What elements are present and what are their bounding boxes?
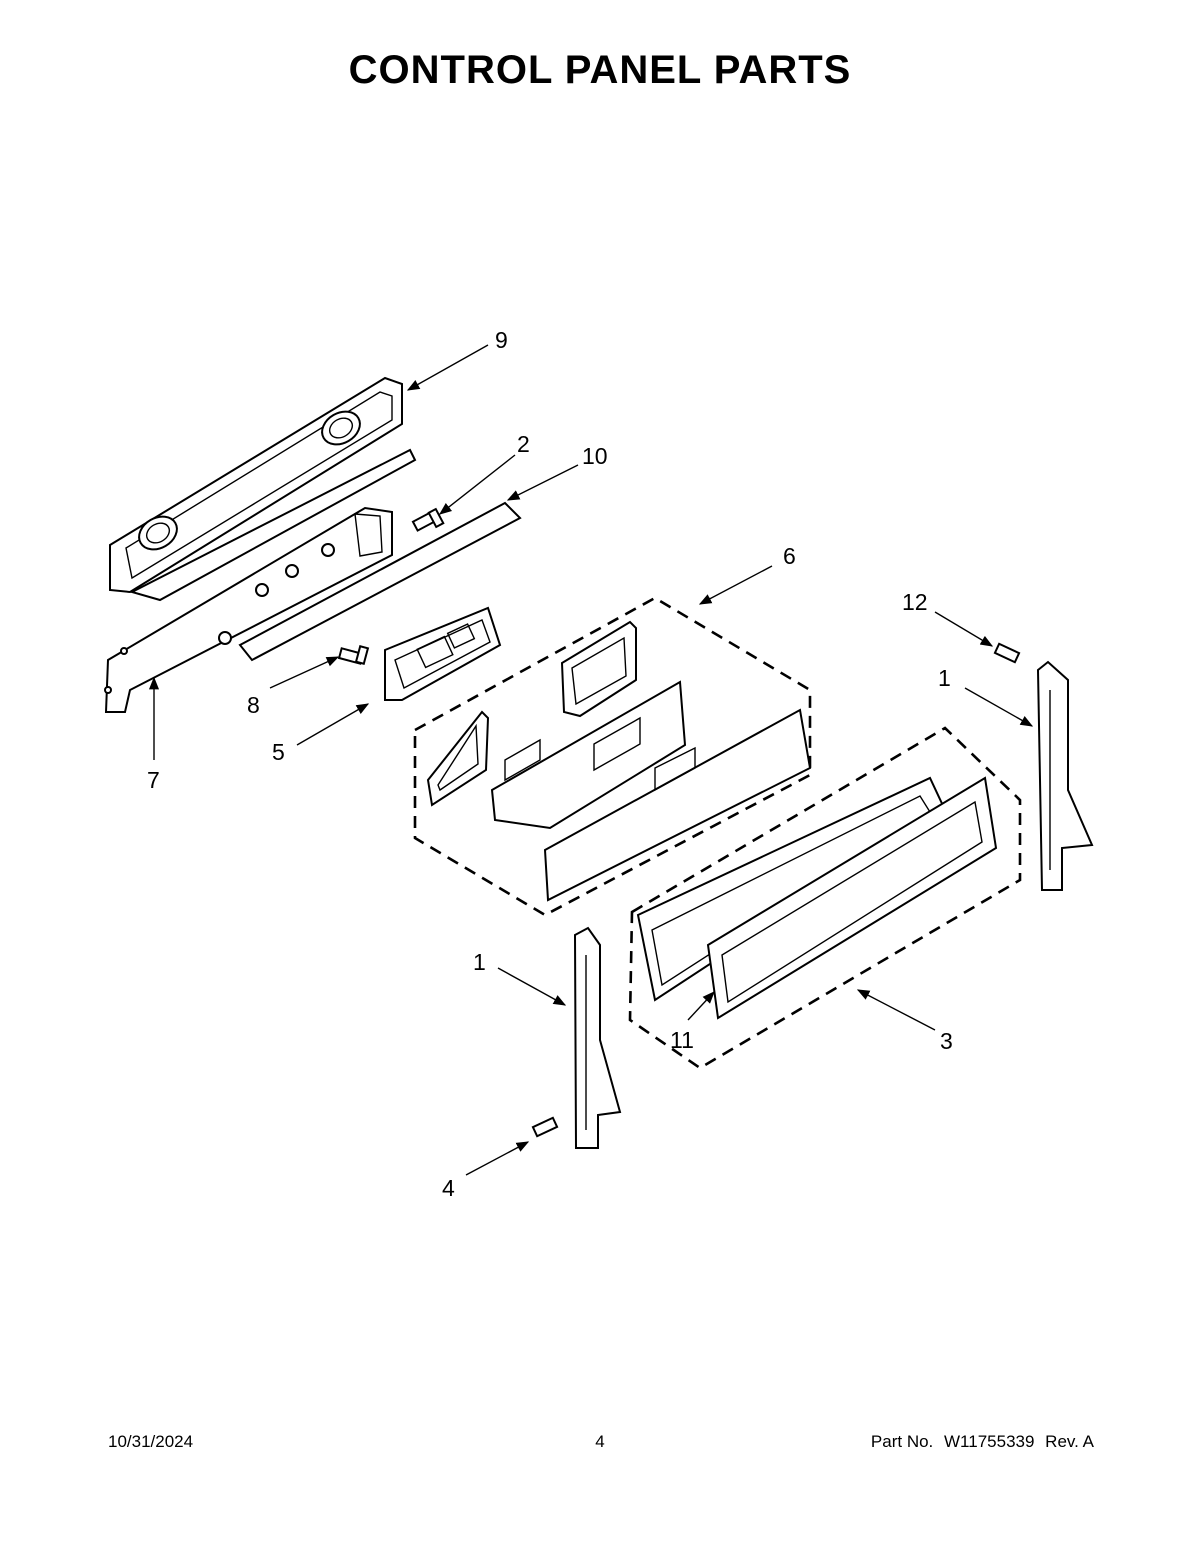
leader-1-right xyxy=(964,687,1034,727)
footer-revision: Rev. A xyxy=(1045,1432,1094,1451)
callout-11: 11 xyxy=(670,1027,694,1053)
part-1-end-cap-left xyxy=(573,926,622,1149)
leader-4 xyxy=(465,1141,530,1176)
page-title: CONTROL PANEL PARTS xyxy=(348,48,852,92)
leader-9 xyxy=(406,344,489,391)
footer-page-number: 4 xyxy=(595,1432,605,1451)
callout-7: 7 xyxy=(147,767,160,793)
callout-1-right: 1 xyxy=(938,665,951,691)
leader-2 xyxy=(439,454,516,515)
leader-12 xyxy=(934,611,994,647)
part-7-mounting-bracket xyxy=(104,506,393,713)
leader-6 xyxy=(698,565,773,605)
footer-part-label: Part No. xyxy=(870,1432,934,1451)
callout-5: 5 xyxy=(272,739,285,765)
part-3-trim-assembly xyxy=(628,726,1022,1070)
part-5-control-board xyxy=(384,606,502,701)
part-8-screw xyxy=(337,645,370,665)
part-2-screw xyxy=(411,507,445,532)
callout-3: 3 xyxy=(940,1028,953,1054)
callout-1-left: 1 xyxy=(473,949,486,975)
callout-10: 10 xyxy=(582,443,608,469)
leader-5 xyxy=(296,703,370,746)
footer-part-info: Part No. W11755339 Rev. A xyxy=(865,1432,1094,1452)
leader-10 xyxy=(506,464,579,501)
callout-12: 12 xyxy=(902,589,928,615)
leader-3 xyxy=(856,989,936,1031)
leader-11 xyxy=(687,991,715,1021)
part-6-control-assembly xyxy=(413,596,812,917)
callout-9: 9 xyxy=(495,327,508,353)
leader-8 xyxy=(269,656,340,689)
callout-2: 2 xyxy=(517,431,530,457)
callout-6: 6 xyxy=(783,543,796,569)
leader-1-left xyxy=(497,967,567,1006)
part-10-insulation-strip xyxy=(238,501,522,662)
callout-4: 4 xyxy=(442,1175,455,1201)
footer-part-number: W11755339 xyxy=(944,1432,1035,1451)
callout-8: 8 xyxy=(247,692,260,718)
part-12-screw xyxy=(993,642,1021,664)
part-1-end-cap-right xyxy=(1036,660,1094,891)
part-9-console-panel xyxy=(109,376,417,602)
footer-date: 10/31/2024 xyxy=(108,1432,194,1451)
part-4-screw xyxy=(531,1116,559,1138)
